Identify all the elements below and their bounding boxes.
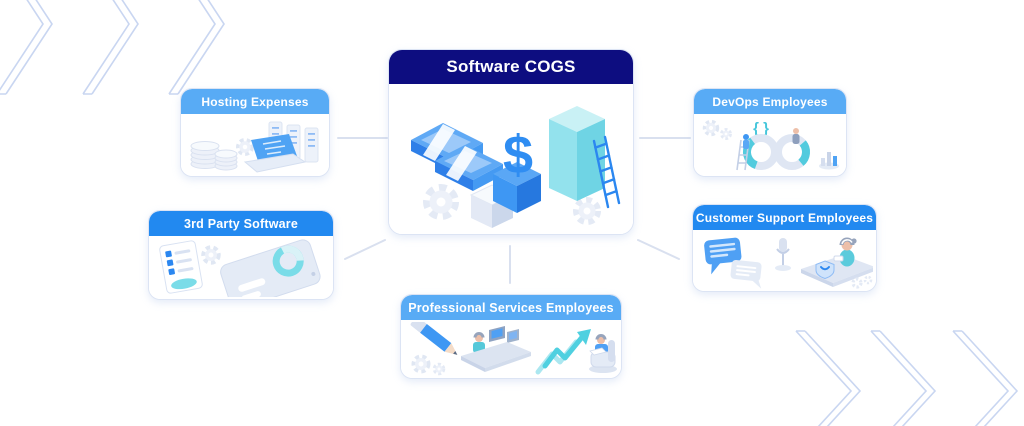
teal-tower-icon [549, 106, 605, 201]
node-devops-employees-header: DevOps Employees [694, 89, 846, 114]
devops-illustration: { } [702, 119, 839, 171]
node-hosting-expenses: Hosting Expenses [180, 88, 330, 177]
loop-walker-person [792, 128, 800, 144]
node-devops-employees: DevOps Employees { } [693, 88, 847, 177]
pencil-icon [410, 322, 458, 355]
svg-text:$: $ [503, 125, 533, 185]
coin-stacks-icon [190, 141, 238, 171]
gears-icon [423, 184, 601, 225]
curly-braces-icon: { } [753, 120, 769, 137]
node-hosting-expenses-title: Hosting Expenses [201, 94, 309, 109]
consultant-armchair-icon [589, 334, 617, 373]
node-customer-support-employees: Customer Support Employees [692, 204, 877, 292]
money-stacks-icon [411, 123, 503, 191]
checklist-icon [159, 239, 203, 294]
node-professional-services-employees: Professional Services Employees [400, 294, 622, 379]
infinity-loop-icon [743, 134, 810, 170]
tablet-donut-chart-icon [220, 238, 321, 297]
gear-icon [236, 138, 254, 156]
dollar-sign-icon: $ [493, 125, 541, 213]
workstation-icon [461, 326, 531, 372]
gears-icon [702, 119, 732, 140]
bottom-right-chevrons-icon [795, 330, 1019, 426]
ladder-climb-icon [736, 134, 750, 171]
node-3rd-party-software: 3rd Party Software [148, 210, 334, 300]
gears-icon [411, 354, 446, 376]
node-professional-services-employees-header: Professional Services Employees [401, 295, 621, 320]
node-3rd-party-software-header: 3rd Party Software [149, 211, 333, 236]
professional-services-illustration [410, 322, 617, 376]
node-devops-employees-title: DevOps Employees [712, 94, 828, 109]
speech-bubbles-icon [703, 237, 762, 289]
node-software-cogs-header: Software COGS [389, 50, 633, 84]
gears-icon [850, 275, 872, 289]
shield-phone-icon [815, 259, 834, 279]
node-hosting-expenses-header: Hosting Expenses [181, 89, 329, 114]
node-customer-support-employees-title: Customer Support Employees [695, 210, 874, 225]
microphone-icon [774, 237, 791, 271]
software-cogs-illustration: $ [411, 106, 621, 228]
hosting-illustration [190, 121, 319, 173]
node-professional-services-employees-title: Professional Services Employees [408, 300, 614, 315]
connector-lines [337, 137, 691, 284]
growth-arrow-icon [535, 329, 591, 375]
support-agent-icon [800, 237, 873, 287]
laptop-icon [243, 134, 307, 173]
gear-icon [201, 244, 221, 265]
node-3rd-party-software-title: 3rd Party Software [183, 216, 299, 231]
customer-support-illustration [703, 237, 873, 289]
node-software-cogs-title: Software COGS [446, 57, 576, 76]
node-software-cogs: Software COGS [388, 49, 634, 235]
node-customer-support-employees-header: Customer Support Employees [693, 205, 876, 230]
bar-chart-icon [819, 152, 839, 170]
third-party-illustration [159, 238, 321, 297]
top-left-chevrons-icon [0, 0, 225, 95]
ladder-icon [592, 135, 621, 209]
